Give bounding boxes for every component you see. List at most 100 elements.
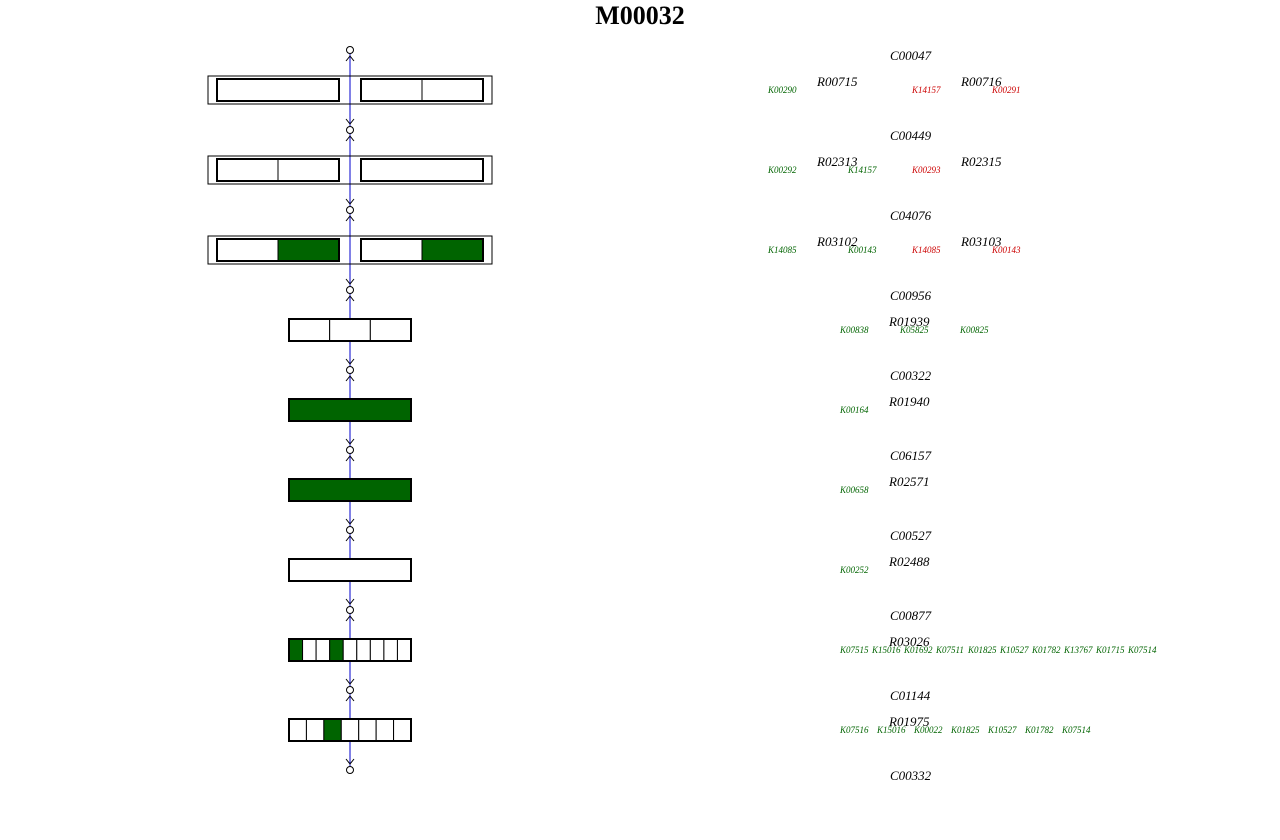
compound-label: C06157 bbox=[890, 448, 932, 463]
step-cell bbox=[288, 398, 412, 422]
ko-label: K00292 bbox=[768, 165, 797, 175]
reaction-label: R01975 bbox=[889, 714, 930, 729]
step-box bbox=[360, 238, 484, 262]
ko-label: K07514 bbox=[1128, 645, 1157, 655]
arrow-tail bbox=[345, 375, 355, 382]
compound-label: C00322 bbox=[890, 368, 932, 383]
compound-label: C00047 bbox=[890, 48, 932, 63]
compound-node bbox=[346, 526, 354, 534]
reaction-label: R01939 bbox=[889, 314, 930, 329]
ko-label: K00658 bbox=[840, 485, 869, 495]
ko-label: K00143 bbox=[848, 245, 877, 255]
ko-label: K14157 bbox=[912, 85, 941, 95]
compound-node bbox=[346, 446, 354, 454]
step-cell bbox=[383, 638, 398, 662]
step-cell bbox=[360, 158, 484, 182]
compound-node bbox=[346, 46, 354, 54]
ko-label: K01825 bbox=[968, 645, 997, 655]
step-box bbox=[216, 158, 340, 182]
ko-label: K07514 bbox=[1062, 725, 1091, 735]
step-cell bbox=[329, 638, 344, 662]
arrow-tail bbox=[345, 135, 355, 142]
arrow-head bbox=[345, 358, 355, 365]
step-cell bbox=[288, 318, 331, 342]
step-cell bbox=[369, 638, 385, 662]
step-cell bbox=[356, 638, 371, 662]
reaction-label: R02571 bbox=[889, 474, 930, 489]
module-title: M00032 bbox=[595, 1, 685, 30]
step-box bbox=[288, 558, 412, 582]
step-cell bbox=[323, 718, 342, 742]
compound-label: C00449 bbox=[890, 128, 932, 143]
reaction-label: R00715 bbox=[817, 74, 858, 89]
step-cell bbox=[288, 718, 307, 742]
step-outer-frame bbox=[207, 235, 493, 265]
step-cell bbox=[288, 638, 304, 662]
reaction-label: R03026 bbox=[889, 634, 930, 649]
step-box bbox=[360, 158, 484, 182]
compound-label: C00877 bbox=[890, 608, 932, 623]
step-cell bbox=[288, 558, 412, 582]
arrow-tail bbox=[345, 535, 355, 542]
ko-label: K01825 bbox=[951, 725, 980, 735]
step-cell bbox=[277, 238, 340, 262]
step-outer-frame bbox=[207, 75, 493, 105]
ko-label: K14157 bbox=[848, 165, 877, 175]
ko-label: K14085 bbox=[912, 245, 941, 255]
ko-label: K15016 bbox=[872, 645, 901, 655]
compound-node bbox=[346, 126, 354, 134]
step-box bbox=[288, 638, 412, 662]
step-cell bbox=[216, 238, 279, 262]
step-box bbox=[360, 78, 484, 102]
arrow-tail bbox=[345, 215, 355, 222]
step-cell bbox=[315, 638, 331, 662]
ko-label: K05825 bbox=[900, 325, 929, 335]
ko-label: K00825 bbox=[960, 325, 989, 335]
compound-label: C00332 bbox=[890, 768, 932, 783]
reaction-label: R02313 bbox=[817, 154, 858, 169]
step-cell bbox=[360, 78, 423, 102]
compound-node bbox=[346, 766, 354, 774]
arrow-tail bbox=[345, 615, 355, 622]
ko-label: K14085 bbox=[768, 245, 797, 255]
arrow-tail bbox=[345, 295, 355, 302]
reaction-label: R02488 bbox=[889, 554, 930, 569]
arrow-tail bbox=[345, 695, 355, 702]
arrow-tail bbox=[345, 55, 355, 62]
step-cell bbox=[393, 718, 412, 742]
compound-node bbox=[346, 206, 354, 214]
arrow-head bbox=[345, 278, 355, 285]
ko-label: K01782 bbox=[1025, 725, 1054, 735]
step-box bbox=[288, 318, 412, 342]
arrow-head bbox=[345, 198, 355, 205]
step-cell bbox=[340, 718, 360, 742]
reaction-label: R00716 bbox=[961, 74, 1002, 89]
ko-label: K00293 bbox=[912, 165, 941, 175]
step-cell bbox=[216, 78, 340, 102]
ko-label: K07516 bbox=[840, 725, 869, 735]
arrow-head bbox=[345, 518, 355, 525]
compound-node bbox=[346, 686, 354, 694]
step-cell bbox=[277, 158, 340, 182]
compound-label: C01144 bbox=[890, 688, 931, 703]
ko-label: K07511 bbox=[936, 645, 964, 655]
step-outer-frame bbox=[207, 155, 493, 185]
compound-node bbox=[346, 366, 354, 374]
ko-label: K00838 bbox=[840, 325, 869, 335]
step-cell bbox=[396, 638, 412, 662]
arrow-head bbox=[345, 118, 355, 125]
step-cell bbox=[305, 718, 325, 742]
arrow-head bbox=[345, 438, 355, 445]
step-box bbox=[216, 78, 340, 102]
step-box bbox=[288, 398, 412, 422]
step-cell bbox=[329, 318, 371, 342]
step-cell bbox=[375, 718, 395, 742]
step-cell bbox=[288, 478, 412, 502]
arrow-tail bbox=[345, 455, 355, 462]
ko-label: K00290 bbox=[768, 85, 797, 95]
step-cell bbox=[358, 718, 377, 742]
reaction-label: R03103 bbox=[961, 234, 1002, 249]
ko-label: K15016 bbox=[877, 725, 906, 735]
step-box bbox=[288, 718, 412, 742]
